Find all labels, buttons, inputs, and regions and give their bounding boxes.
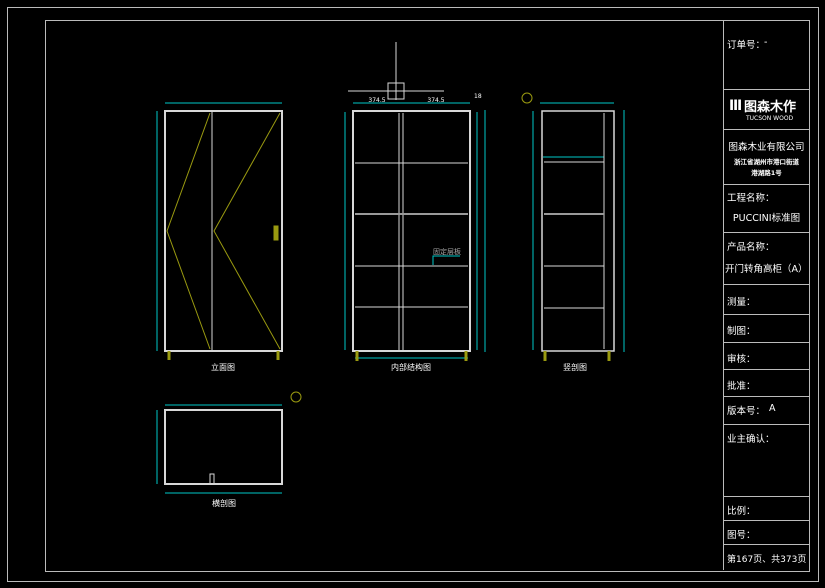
internal-structure-label: 内部结构图 [391, 362, 431, 372]
order-row: 订单号： - [724, 20, 809, 90]
horizontal-section-label: 横剖图 [212, 498, 236, 508]
address-line2: 港湖路1号 [751, 169, 782, 177]
scale-row: 比例： [724, 497, 809, 521]
drawing-no-label: 图号： [727, 530, 756, 541]
scale-label: 比例： [727, 506, 756, 517]
title-block: 订单号： - Ⅲ 图森木作 TUCSON WOOD 图森木业有限公司 浙江省湖州… [723, 20, 809, 570]
approve-row: 批准： [724, 370, 809, 397]
inner-border [45, 20, 810, 572]
door-swing-lines [166, 92, 611, 403]
product-row: 产品名称： 开门转角高柜（A） [724, 233, 809, 285]
logo: Ⅲ 图森木作 TUCSON WOOD [724, 90, 809, 130]
logo-subtext: TUCSON WOOD [746, 115, 794, 122]
product-label: 产品名称： [727, 242, 775, 253]
drawing-label: 制图： [727, 326, 756, 337]
logo-mark-icon: Ⅲ [729, 98, 743, 114]
drawing-row: 制图： [724, 315, 809, 343]
dimension-lines [156, 102, 625, 494]
approve-label: 批准： [727, 381, 756, 392]
version-label: 版本号： [727, 406, 766, 417]
project-label: 工程名称： [727, 193, 775, 204]
order-label: 订单号： [727, 40, 766, 51]
order-value: - [764, 37, 768, 48]
dim-side: 18 [474, 93, 482, 100]
address-line1: 浙江省湖州市港口街道 [734, 158, 799, 166]
review-label: 审核： [727, 354, 756, 365]
measure-row: 测量： [724, 285, 809, 315]
dim-left: 374.5 [368, 97, 385, 104]
outer-border [7, 7, 819, 582]
dim-right: 374.5 [427, 97, 444, 104]
product-value: 开门转角高柜（A） [725, 264, 808, 275]
cabinet-outlines [164, 42, 615, 485]
version-row: 版本号： A [724, 397, 809, 425]
owner-confirm-row: 业主确认： [724, 425, 809, 497]
owner-confirm-label: 业主确认： [727, 434, 775, 445]
project-value: PUCCINI标准图 [732, 213, 801, 224]
review-row: 审核： [724, 343, 809, 370]
pages-row: 第167页、共373页 [724, 545, 809, 570]
version-value: A [769, 403, 776, 414]
fixed-shelf-label: 固定层板 [433, 247, 461, 256]
company-name: 图森木业有限公司 [728, 142, 805, 153]
vertical-section-label: 竖剖图 [563, 362, 587, 372]
elevation-label: 立面图 [211, 362, 235, 372]
project-row: 工程名称： PUCCINI标准图 [724, 185, 809, 233]
logo-text: 图森木作 [744, 100, 797, 115]
drawing-no-row: 图号： [724, 521, 809, 545]
measure-label: 测量： [727, 297, 756, 308]
page-count: 第167页、共373页 [727, 555, 807, 565]
company-row: 图森木业有限公司 浙江省湖州市港口街道 港湖路1号 [724, 130, 809, 185]
